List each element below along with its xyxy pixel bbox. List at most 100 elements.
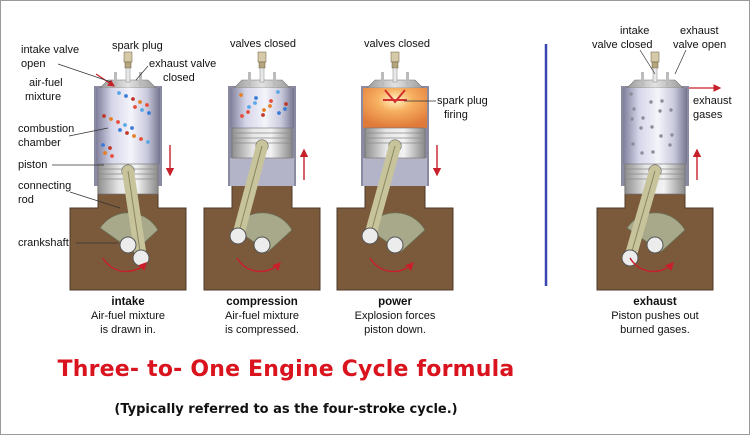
fuel-particle [253, 101, 257, 105]
svg-text:chamber: chamber [18, 137, 61, 149]
exhaust-particle [641, 116, 645, 120]
label-exhaust-valve-closed: exhaust valve closed [149, 58, 216, 84]
svg-text:intake: intake [111, 296, 144, 308]
label-crankshaft: crankshaft [18, 237, 69, 249]
label-exhaust-valve-open: exhaust valve open [673, 25, 726, 51]
crankpin [229, 227, 247, 245]
fuel-particle [116, 120, 120, 124]
exhaust-particle [658, 109, 662, 113]
engine-power [336, 51, 454, 291]
engine-compression [203, 51, 321, 291]
rotation-arrow [629, 257, 674, 273]
exhaust-particle [630, 117, 634, 121]
svg-text:intake: intake [620, 25, 649, 37]
label-exhaust-gases: exhaust gases [693, 95, 732, 121]
fuel-particle [268, 104, 272, 108]
svg-text:piston down.: piston down. [364, 324, 426, 336]
svg-text:valve open: valve open [673, 39, 726, 51]
svg-text:valve closed: valve closed [592, 39, 653, 51]
exhaust-particle [650, 125, 654, 129]
label-valves-closed-2: valves closed [364, 38, 430, 50]
fuel-particle [147, 111, 151, 115]
label-valves-closed-1: valves closed [230, 38, 296, 50]
svg-text:intake valve: intake valve [21, 44, 79, 56]
exhaust-particle [668, 143, 672, 147]
svg-text:exhaust valve: exhaust valve [149, 58, 216, 70]
label-spark-plug: spark plug [112, 40, 163, 52]
label-intake-valve-open: intake valve open [21, 44, 79, 70]
fuel-particle [276, 90, 280, 94]
stage-compression-caption: compression Air-fuel mixture is compress… [225, 296, 299, 336]
fuel-particle [131, 97, 135, 101]
label-air-fuel-mixture: air-fuel mixture [25, 77, 63, 103]
exhaust-particle [660, 99, 664, 103]
stage-power-caption: power Explosion forces piston down. [355, 296, 436, 336]
svg-text:firing: firing [444, 109, 468, 121]
exhaust-particle [651, 150, 655, 154]
fuel-particle [124, 94, 128, 98]
fuel-particle [254, 96, 258, 100]
svg-text:Explosion forces: Explosion forces [355, 310, 436, 322]
fuel-particle [118, 128, 122, 132]
stage-exhaust-caption: exhaust Piston pushes out burned gases. [611, 296, 698, 336]
svg-text:is drawn in.: is drawn in. [100, 324, 156, 336]
fuel-particle [103, 151, 107, 155]
exhaust-particle [639, 126, 643, 130]
exhaust-particle [649, 100, 653, 104]
svg-text:Air-fuel mixture: Air-fuel mixture [225, 310, 299, 322]
fuel-particle [139, 137, 143, 141]
fuel-particle [262, 108, 266, 112]
fuel-particle [109, 117, 113, 121]
engine-exhaust [596, 51, 714, 291]
fuel-particle [246, 110, 250, 114]
crankshaft-exhaust [646, 236, 664, 254]
page-subtitle: (Typically referred to as the four-strok… [114, 402, 458, 417]
svg-text:air-fuel: air-fuel [29, 77, 63, 89]
svg-text:spark plug: spark plug [437, 95, 488, 107]
fuel-particle [123, 123, 127, 127]
spark-burst-icon [383, 89, 407, 104]
fuel-particle [110, 154, 114, 158]
exhaust-particle [631, 142, 635, 146]
rotation-arrow [369, 257, 414, 273]
fuel-particle [269, 99, 273, 103]
exhaust-particle [632, 107, 636, 111]
svg-text:gases: gases [693, 109, 723, 121]
exhaust-particle [640, 151, 644, 155]
svg-text:burned gases.: burned gases. [620, 324, 690, 336]
combustion-chamber-intake [96, 88, 160, 164]
combustion-chamber-exhaust [623, 88, 687, 164]
svg-text:power: power [378, 296, 412, 308]
svg-text:mixture: mixture [25, 91, 61, 103]
svg-text:is compressed.: is compressed. [225, 324, 299, 336]
combustion-chamber-power [363, 88, 427, 128]
rotation-arrow [102, 257, 147, 273]
fuel-particle [283, 107, 287, 111]
label-intake-valve-closed: intake valve closed [592, 25, 653, 51]
fuel-particle [239, 93, 243, 97]
fuel-particle [102, 114, 106, 118]
fuel-particle [140, 108, 144, 112]
crankshaft-power [386, 236, 404, 254]
label-spark-plug-firing: spark plug firing [437, 95, 488, 121]
fuel-particle [277, 111, 281, 115]
label-piston: piston [18, 159, 47, 171]
engine-intake [69, 51, 187, 291]
exhaust-particle [669, 108, 673, 112]
crankshaft-compression [253, 236, 271, 254]
svg-text:open: open [21, 58, 45, 70]
svg-text:Air-fuel mixture: Air-fuel mixture [91, 310, 165, 322]
svg-text:rod: rod [18, 194, 34, 206]
stage-intake-caption: intake Air-fuel mixture is drawn in. [91, 296, 165, 336]
label-combustion-chamber: combustion chamber [18, 123, 74, 149]
crankpin [132, 249, 150, 267]
exhaust-particle [659, 134, 663, 138]
fuel-particle [261, 113, 265, 117]
svg-text:closed: closed [163, 72, 195, 84]
fuel-particle [145, 103, 149, 107]
fuel-particle [130, 126, 134, 130]
page-title: Three- to- One Engine Cycle formula [57, 357, 515, 382]
fuel-particle [284, 102, 288, 106]
